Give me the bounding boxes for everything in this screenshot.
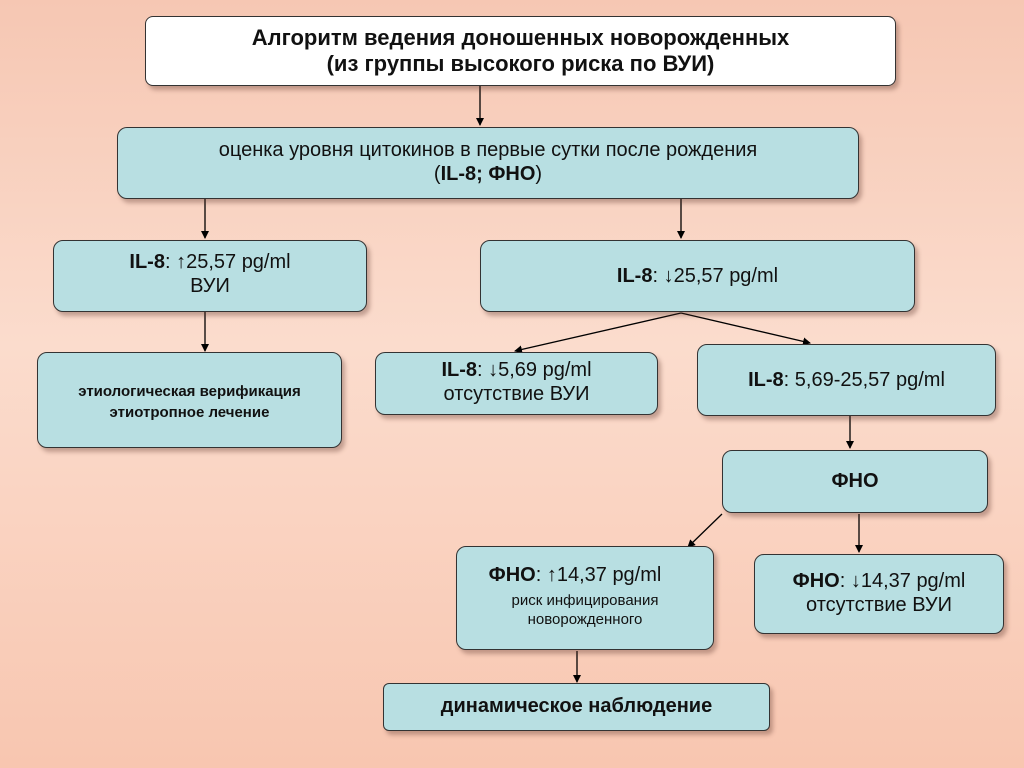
- title-line-2: (из группы высокого риска по ВУИ): [326, 51, 715, 76]
- assessment-line-2: (IL-8; ФНО): [434, 163, 542, 187]
- fno-high-note-2: новорожденного: [527, 610, 643, 628]
- il8-high-box: IL-8: ↑25,57 pg/ml ВУИ: [53, 240, 367, 312]
- fno-high-value: : ↑14,37 pg/ml: [535, 564, 662, 586]
- il8-mid-value: : 5,69-25,57 pg/ml: [783, 369, 945, 391]
- fno-low-value: : ↓14,37 pg/ml: [839, 570, 966, 593]
- il8-very-low-marker: IL-8: [441, 359, 478, 381]
- il8-low-box: IL-8: ↓25,57 pg/ml: [480, 240, 915, 312]
- fno-low-note: отсутствие ВУИ: [806, 594, 952, 616]
- assessment-paren-open: (: [433, 163, 441, 185]
- arrow-fno-to-fno-high: [687, 513, 723, 548]
- observation-label: динамическое наблюдение: [440, 695, 713, 718]
- fno-label: ФНО: [831, 469, 879, 492]
- assessment-paren-close: ): [535, 163, 543, 185]
- fno-high-marker: ФНО: [488, 564, 536, 586]
- arrow-il8-low-to-very-low: [514, 312, 682, 354]
- fno-low-marker: ФНО: [792, 570, 840, 593]
- il8-very-low-note: отсутствие ВУИ: [443, 382, 590, 405]
- il8-low-value: : ↓25,57 pg/ml: [652, 265, 779, 287]
- il8-high-marker: IL-8: [129, 251, 165, 273]
- algorithm-title-box: Алгоритм ведения доношенных новорожденны…: [145, 16, 896, 86]
- il8-very-low-value: : ↓5,69 pg/ml: [477, 359, 592, 381]
- etiology-line-2: этиотропное лечение: [109, 404, 270, 421]
- il8-low-marker: IL-8: [616, 265, 653, 287]
- fno-high-box: ФНО: ↑14,37 pg/ml риск инфицирования нов…: [456, 546, 714, 650]
- il8-very-low-box: IL-8: ↓5,69 pg/ml отсутствие ВУИ: [375, 352, 658, 415]
- il8-mid-box: IL-8: 5,69-25,57 pg/ml: [697, 344, 996, 416]
- observation-box: динамическое наблюдение: [383, 683, 770, 731]
- arrow-il8-low-to-mid: [680, 312, 811, 346]
- title-line-1: Алгоритм ведения доношенных новорожденны…: [251, 25, 790, 51]
- cytokine-assessment-box: оценка уровня цитокинов в первые сутки п…: [117, 127, 859, 199]
- il8-mid-marker: IL-8: [748, 369, 784, 391]
- il8-high-value: : ↑25,57 pg/ml: [164, 251, 291, 273]
- fno-low-box: ФНО: ↓14,37 pg/ml отсутствие ВУИ: [754, 554, 1004, 634]
- etiology-line-1: этиологическая верификация: [78, 383, 301, 400]
- etiology-box: этиологическая верификация этиотропное л…: [37, 352, 342, 448]
- fno-box: ФНО: [722, 450, 988, 513]
- fno-high-note-1: риск инфицирования: [511, 592, 659, 609]
- assessment-markers: IL-8; ФНО: [440, 163, 536, 185]
- il8-high-note: ВУИ: [190, 274, 230, 297]
- assessment-line-1: оценка уровня цитокинов в первые сутки п…: [218, 139, 758, 162]
